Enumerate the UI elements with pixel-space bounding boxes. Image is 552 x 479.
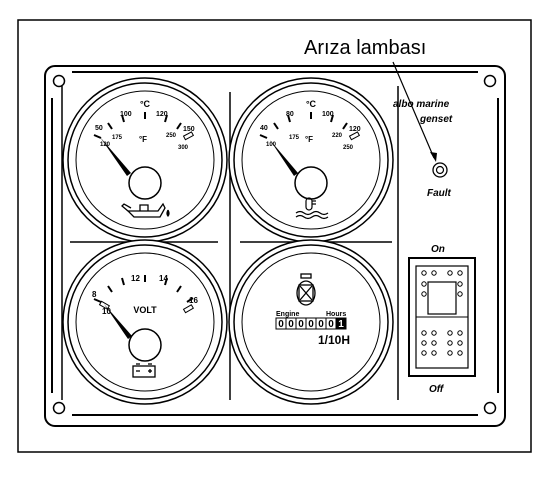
callout-arrowhead (430, 152, 437, 162)
tick-label: 120 (349, 126, 361, 133)
tick-label: 80 (286, 111, 294, 118)
tick-label: 150 (183, 126, 195, 133)
tick-label: 100 (120, 111, 132, 118)
hours-label: Hours (326, 311, 346, 318)
tick-label: 100 (266, 142, 277, 148)
callout-leader-line (392, 61, 435, 159)
gauge-needle (270, 140, 298, 176)
celsius-unit: °C (306, 99, 317, 109)
tick-label: 175 (112, 135, 123, 141)
counter-digit: 0 (285, 317, 297, 330)
fahrenheit-unit: °F (139, 135, 147, 144)
fault-label: Fault (427, 188, 452, 199)
tick-label: 10 (102, 307, 111, 316)
tick-label: 120 (156, 111, 168, 118)
needle-hub (128, 166, 162, 200)
counter-digit: 0 (325, 317, 337, 330)
volt-unit: VOLT (133, 305, 157, 315)
tick-label: 220 (332, 133, 343, 139)
counter-digit: 0 (275, 317, 287, 330)
resolution-label: 1/10H (318, 333, 350, 347)
brand-line-2: genset (419, 114, 453, 125)
tick-label: 14 (159, 274, 168, 283)
counter-digit: 0 (305, 317, 317, 330)
tick-label: 250 (166, 133, 177, 139)
on-off-rocker-switch[interactable] (408, 257, 476, 377)
counter-digit: 1 (335, 317, 347, 330)
tick-label: 40 (260, 125, 268, 132)
svg-text:0: 0 (298, 319, 304, 330)
coolant-temperature-icon (295, 197, 329, 220)
gauge-needle (104, 304, 132, 339)
corner-screw (483, 401, 497, 415)
gauge-needle (100, 137, 131, 176)
switch-on-label: On (431, 244, 445, 255)
voltmeter-gauge: 8 10 12 14 16 VOLT (62, 239, 228, 405)
outer-frame (17, 19, 532, 453)
fault-lamp (432, 162, 448, 178)
celsius-unit: °C (140, 99, 151, 109)
tick-label: 50 (95, 125, 103, 132)
tick-label: 175 (289, 135, 300, 141)
tick-label: 16 (189, 296, 198, 305)
svg-text:0: 0 (318, 319, 324, 330)
fahrenheit-unit: °F (305, 135, 313, 144)
needle-hub (294, 166, 328, 200)
tick-label: 12 (131, 274, 140, 283)
svg-text:0: 0 (308, 319, 314, 330)
hourglass-icon (296, 273, 316, 306)
fault-lamp-callout: Arıza lambası (304, 37, 426, 59)
oil-can-icon (121, 202, 170, 218)
svg-text:0: 0 (328, 319, 334, 330)
tick-label: 100 (322, 111, 334, 118)
svg-text:0: 0 (288, 319, 294, 330)
needle-hub (128, 328, 162, 362)
corner-screw (52, 74, 66, 88)
tick-label: 8 (92, 290, 97, 299)
engine-label: Engine (276, 311, 299, 318)
corner-screw (483, 74, 497, 88)
counter-digit: 0 (295, 317, 307, 330)
oil-temperature-gauge: °C 50 100 120 150 120 175 250 300 °F (62, 77, 228, 243)
tick-label: 300 (178, 145, 189, 151)
corner-screw (52, 401, 66, 415)
coolant-temperature-gauge: °C 40 80 100 120 100 175 220 250 °F (228, 77, 394, 243)
counter-digit: 0 (315, 317, 327, 330)
svg-text:0: 0 (278, 319, 284, 330)
svg-text:1: 1 (338, 319, 344, 330)
tick-label: 120 (100, 142, 111, 148)
battery-icon (132, 363, 156, 378)
brand-line-1: albo marine (393, 99, 450, 110)
switch-off-label: Off (429, 384, 445, 395)
tick-label: 250 (343, 145, 354, 151)
